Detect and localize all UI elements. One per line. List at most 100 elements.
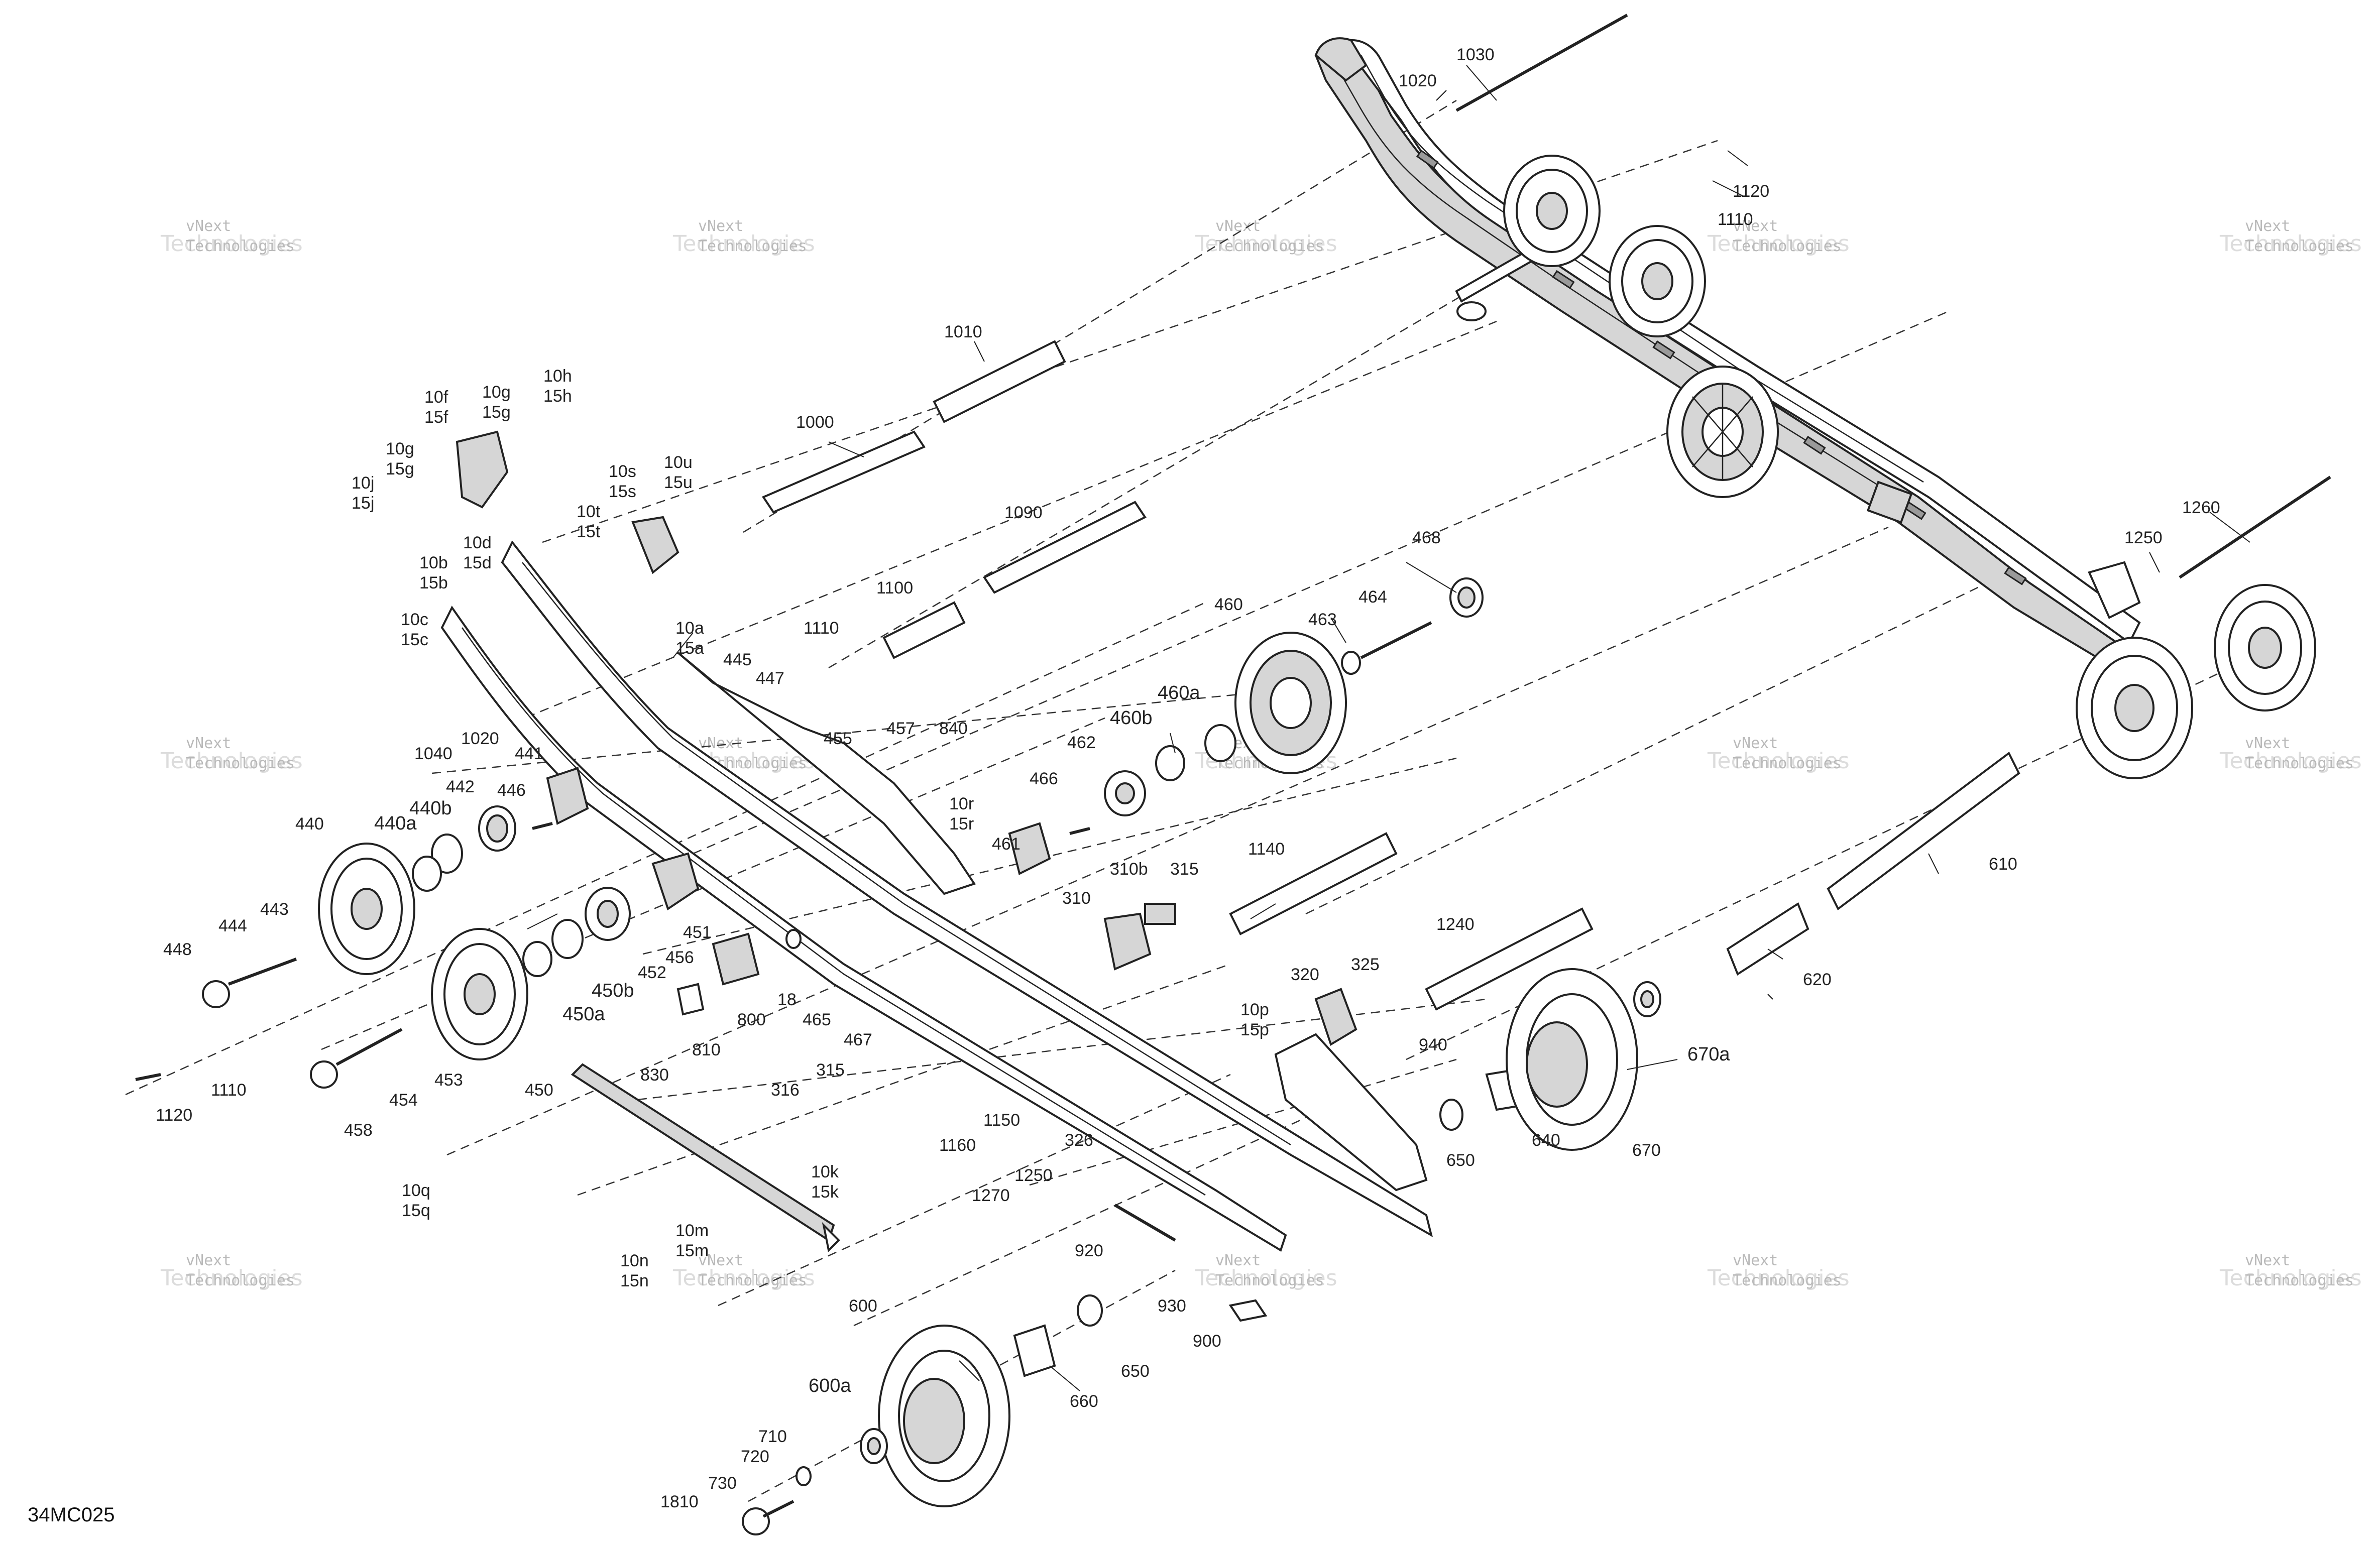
callout-10r: 10r [949, 794, 974, 813]
center-spoked-wheel [1666, 366, 1779, 498]
callout-1110: 1110 [1718, 210, 1753, 229]
callout-447: 447 [756, 669, 784, 688]
callout-15c: 15c [401, 630, 428, 649]
svg-text:Technologies: Technologies [1707, 748, 1850, 774]
callout-15h: 15h [543, 387, 572, 406]
callout-316: 316 [771, 1081, 800, 1100]
svg-text:Technologies: Technologies [2219, 231, 2362, 257]
callout-10f: 10f [424, 388, 448, 407]
svg-text:Technologies: Technologies [160, 231, 303, 257]
callout-15k: 15k [811, 1182, 839, 1202]
svg-text:Technologies: Technologies [1733, 1272, 1842, 1289]
callout-15n: 15n [620, 1271, 649, 1290]
callout-457: 457 [886, 719, 915, 738]
callout-440a: 440a [374, 813, 417, 834]
callout-10c: 10c [401, 610, 428, 629]
callout-310b: 310b [1110, 860, 1148, 879]
callout-710: 710 [758, 1427, 787, 1446]
callout-448: 448 [163, 940, 192, 959]
front-wheel [318, 843, 415, 975]
exploded-parts [135, 14, 2331, 1535]
callout-15t: 15t [577, 522, 601, 541]
callout-10d: 10d [463, 533, 492, 552]
callout-15g: 15g [386, 459, 414, 479]
callout-460a: 460a [1158, 682, 1200, 703]
svg-text:Technologies: Technologies [1195, 1265, 1337, 1291]
callout-1040: 1040 [414, 744, 452, 763]
callout-326: 326 [1065, 1131, 1093, 1150]
callout-1240: 1240 [1436, 915, 1475, 934]
callout-10h: 10h [543, 367, 572, 386]
callout-640: 640 [1532, 1131, 1560, 1150]
callout-446: 446 [497, 781, 526, 800]
leader-lines [527, 65, 2250, 1391]
callout-443: 443 [260, 900, 289, 919]
callout-461: 461 [992, 835, 1021, 854]
callout-670a: 670a [1687, 1044, 1730, 1065]
callout-462: 462 [1067, 733, 1096, 752]
callout-456: 456 [665, 948, 694, 967]
svg-text:Technologies: Technologies [160, 748, 303, 774]
callout-940: 940 [1419, 1035, 1447, 1054]
callout-450a: 450a [562, 1004, 605, 1025]
svg-text:Technologies: Technologies [1733, 755, 1842, 772]
svg-text:Technologies: Technologies [698, 1272, 807, 1289]
callout-468: 468 [1412, 528, 1441, 547]
svg-text:Technologies: Technologies [186, 238, 295, 255]
callout-10a: 10a [675, 619, 704, 638]
callout-1120: 1120 [1733, 182, 1769, 201]
callout-10b: 10b [419, 553, 448, 572]
svg-text:vNext: vNext [1733, 217, 1778, 235]
svg-text:Technologies: Technologies [186, 1272, 295, 1289]
callout-10p: 10p [1240, 1000, 1269, 1019]
svg-text:Technologies: Technologies [672, 231, 815, 257]
callout-670: 670 [1632, 1141, 1661, 1160]
callout-444: 444 [218, 916, 247, 935]
callout-1090: 1090 [1004, 503, 1043, 522]
callout-600a: 600a [809, 1375, 851, 1396]
svg-text:Technologies: Technologies [1707, 231, 1850, 257]
svg-text:vNext: vNext [2245, 217, 2290, 235]
svg-text:Technologies: Technologies [1215, 1272, 1324, 1289]
svg-text:Technologies: Technologies [1733, 238, 1842, 255]
svg-text:Technologies: Technologies [1195, 231, 1337, 257]
callout-440b: 440b [409, 798, 452, 819]
callout-450: 450 [525, 1081, 553, 1100]
callout-15f: 15f [424, 408, 448, 427]
callout-315: 315 [1170, 860, 1199, 879]
callout-920: 920 [1075, 1241, 1103, 1260]
upper-idler-wheel [1503, 155, 1601, 267]
rear-wheel [2076, 637, 2193, 779]
callout-465: 465 [803, 1010, 831, 1029]
svg-text:Technologies: Technologies [2245, 238, 2354, 255]
svg-text:Technologies: Technologies [1215, 238, 1324, 255]
upper-idler-wheel [1609, 225, 1706, 337]
callout-660: 660 [1070, 1392, 1098, 1411]
callout-445: 445 [723, 650, 752, 669]
callout-10k: 10k [811, 1162, 839, 1181]
callout-labels: 1030 1020 1120 1110 1010 1000 10f 15f 10… [156, 45, 2220, 1511]
svg-text:Technologies: Technologies [1707, 1265, 1850, 1291]
callout-10n: 10n [620, 1251, 649, 1270]
spoked-idler-wheel [1234, 632, 1347, 774]
callout-830: 830 [640, 1065, 669, 1085]
callout-800: 800 [737, 1010, 766, 1029]
callout-466: 466 [1030, 769, 1058, 788]
large-lower-wheel [878, 1325, 1010, 1507]
callout-10t: 10t [577, 502, 601, 521]
svg-text:vNext: vNext [186, 735, 231, 752]
svg-text:Technologies: Technologies [2245, 1272, 2354, 1289]
svg-text:vNext: vNext [2245, 735, 2290, 752]
svg-text:Technologies: Technologies [2219, 1265, 2362, 1291]
callout-15u: 15u [664, 473, 693, 492]
svg-text:vNext: vNext [1733, 735, 1778, 752]
callout-620: 620 [1803, 970, 1832, 989]
callout-15m: 15m [675, 1241, 709, 1260]
callout-315: 315 [816, 1060, 845, 1080]
callout-10g: 10g [386, 439, 414, 458]
callout-15g: 15g [482, 403, 511, 422]
callout-1810: 1810 [660, 1492, 699, 1511]
callout-10j: 10j [352, 473, 374, 493]
